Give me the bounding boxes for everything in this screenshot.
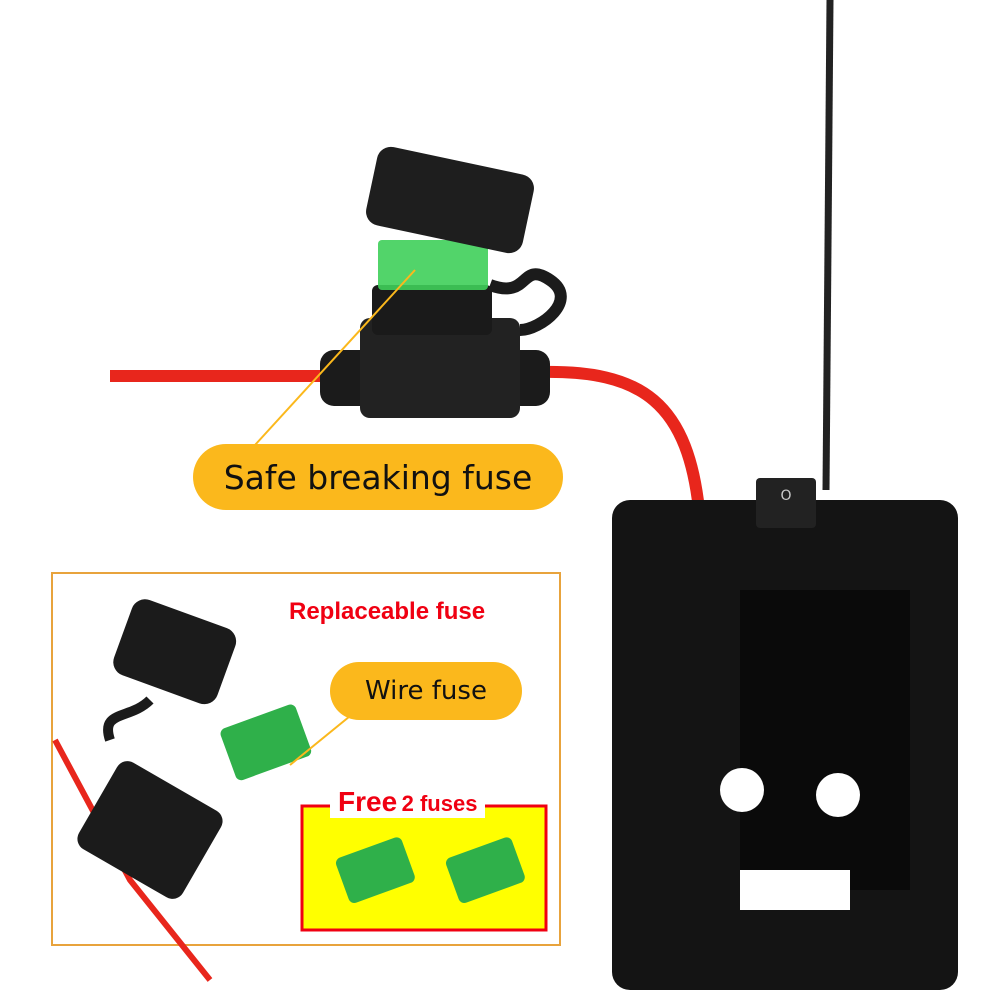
power-switch: [756, 478, 816, 528]
replaceable-fuse-heading: Replaceable fuse: [289, 598, 486, 625]
fuse-cap: [366, 146, 534, 254]
wire-fuse-callout: Wire fuse: [330, 662, 522, 720]
safe-breaking-fuse-callout: Safe breaking fuse: [193, 444, 563, 510]
svg-text:O: O: [780, 488, 791, 504]
free-fuses-label: Free 2 fuses: [330, 786, 486, 818]
black-cable: [822, 0, 834, 491]
free-count: 2 fuses: [401, 791, 478, 816]
free-word: Free: [338, 786, 398, 817]
fuse-green: [378, 240, 488, 290]
red-wire-right: [539, 365, 706, 521]
loose-fuse: [220, 704, 312, 781]
